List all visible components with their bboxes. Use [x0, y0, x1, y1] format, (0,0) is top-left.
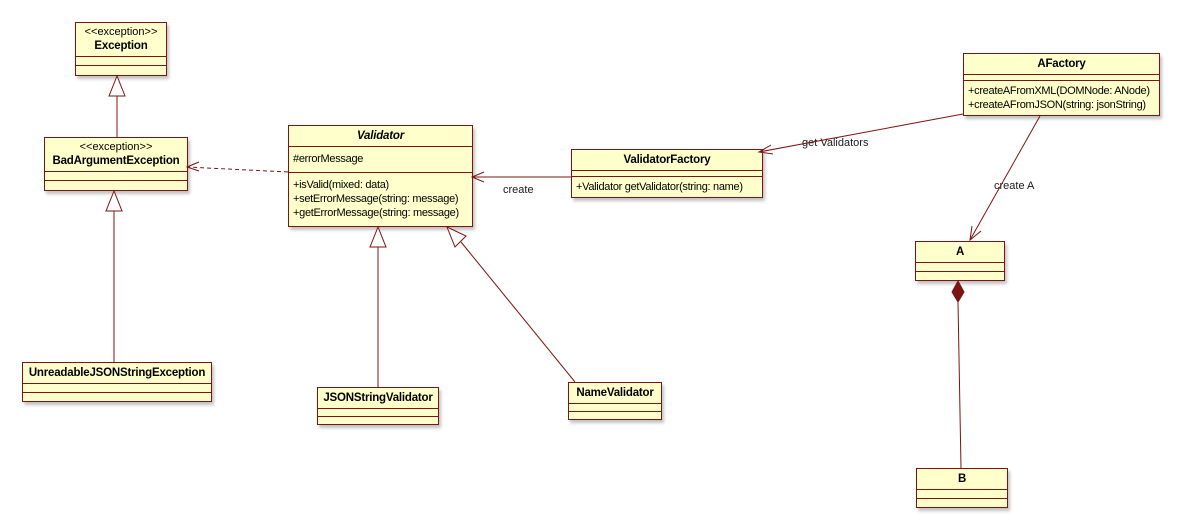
- class-json-string-validator: JSONStringValidator: [317, 387, 439, 425]
- class-title: NameValidator: [569, 383, 661, 403]
- methods-compartment: [916, 271, 1004, 280]
- attributes-compartment: [964, 74, 1159, 80]
- attributes-compartment: [23, 383, 211, 392]
- class-title: Validator: [289, 126, 472, 146]
- methods-compartment: [318, 416, 438, 424]
- attributes-compartment: [572, 170, 762, 176]
- method-line: +isValid(mixed: data): [293, 179, 389, 191]
- attribute-line: #errorMessage: [293, 153, 364, 165]
- class-name: Exception: [94, 40, 148, 52]
- attributes-compartment: [45, 171, 187, 180]
- attributes-compartment: [916, 262, 1004, 271]
- generalization-unreadablejsonstringexception-to-badargumentexception: [105, 189, 123, 362]
- generalization-namevalidator-to-validator: [446, 226, 576, 383]
- method-line: +setErrorMessage(string: message): [293, 193, 459, 205]
- method-line: +createAFromJSON(string: jsonString): [968, 99, 1146, 111]
- class-name: Validator: [357, 130, 404, 142]
- methods-compartment: +createAFromXML(DOMNode: ANode) +createA…: [964, 80, 1159, 115]
- class-a: A: [915, 241, 1005, 281]
- class-title: JSONStringValidator: [318, 388, 438, 408]
- composition-b-to-a: [951, 279, 965, 469]
- methods-compartment: [569, 411, 661, 419]
- class-title: UnreadableJSONStringException: [23, 363, 211, 383]
- class-validator: Validator #errorMessage +isValid(mixed: …: [288, 125, 473, 227]
- edge-label-create-a: create A: [994, 180, 1035, 192]
- class-title: <<exception>> Exception: [76, 23, 166, 56]
- class-title: B: [917, 469, 1007, 489]
- edge-label-get-validators: get Validators: [802, 137, 869, 149]
- class-bad-argument-exception: <<exception>> BadArgumentException: [44, 137, 188, 191]
- methods-compartment: [23, 392, 211, 401]
- edge-label-create: create: [503, 184, 534, 196]
- generalization-badargumentexception-to-exception: [108, 74, 126, 137]
- dependency-validator-to-badargumentexception: [185, 161, 289, 173]
- class-title: <<exception>> BadArgumentException: [45, 138, 187, 171]
- class-name: JSONStringValidator: [323, 392, 433, 404]
- methods-compartment: +Validator getValidator(string: name): [572, 176, 762, 197]
- class-title: AFactory: [964, 54, 1159, 74]
- class-name-validator: NameValidator: [568, 382, 662, 420]
- attributes-compartment: #errorMessage: [289, 146, 472, 172]
- class-title: A: [916, 242, 1004, 262]
- method-line: +getErrorMessage(string: message): [293, 207, 459, 219]
- attributes-compartment: [917, 489, 1007, 498]
- association-validatorfactory-to-validator-create: [470, 171, 571, 183]
- methods-compartment: [917, 498, 1007, 507]
- attributes-compartment: [569, 403, 661, 411]
- attributes-compartment: [76, 56, 166, 65]
- class-name: UnreadableJSONStringException: [28, 367, 206, 379]
- stereotype-label: <<exception>>: [79, 141, 153, 153]
- class-name: B: [957, 473, 967, 485]
- method-line: +createAFromXML(DOMNode: ANode): [968, 85, 1150, 97]
- stereotype-label: <<exception>>: [84, 26, 158, 38]
- method-line: +Validator getValidator(string: name): [576, 181, 743, 193]
- class-unreadable-json-string-exception: UnreadableJSONStringException: [22, 362, 212, 402]
- class-exception: <<exception>> Exception: [75, 22, 167, 76]
- class-name: A: [955, 246, 965, 258]
- class-name: AFactory: [1037, 58, 1086, 70]
- class-title: ValidatorFactory: [572, 150, 762, 170]
- association-afactory-to-a-create-a: [969, 115, 1041, 242]
- class-b: B: [916, 468, 1008, 508]
- class-validator-factory: ValidatorFactory +Validator getValidator…: [571, 149, 763, 198]
- class-name: NameValidator: [576, 387, 654, 399]
- methods-compartment: +isValid(mixed: data) +setErrorMessage(s…: [289, 172, 472, 226]
- generalization-jsonstringvalidator-to-validator: [369, 225, 387, 387]
- class-name: ValidatorFactory: [623, 154, 711, 166]
- methods-compartment: [76, 65, 166, 75]
- methods-compartment: [45, 180, 187, 190]
- attributes-compartment: [318, 408, 438, 416]
- class-name: BadArgumentException: [52, 155, 180, 167]
- class-a-factory: AFactory +createAFromXML(DOMNode: ANode)…: [963, 53, 1160, 116]
